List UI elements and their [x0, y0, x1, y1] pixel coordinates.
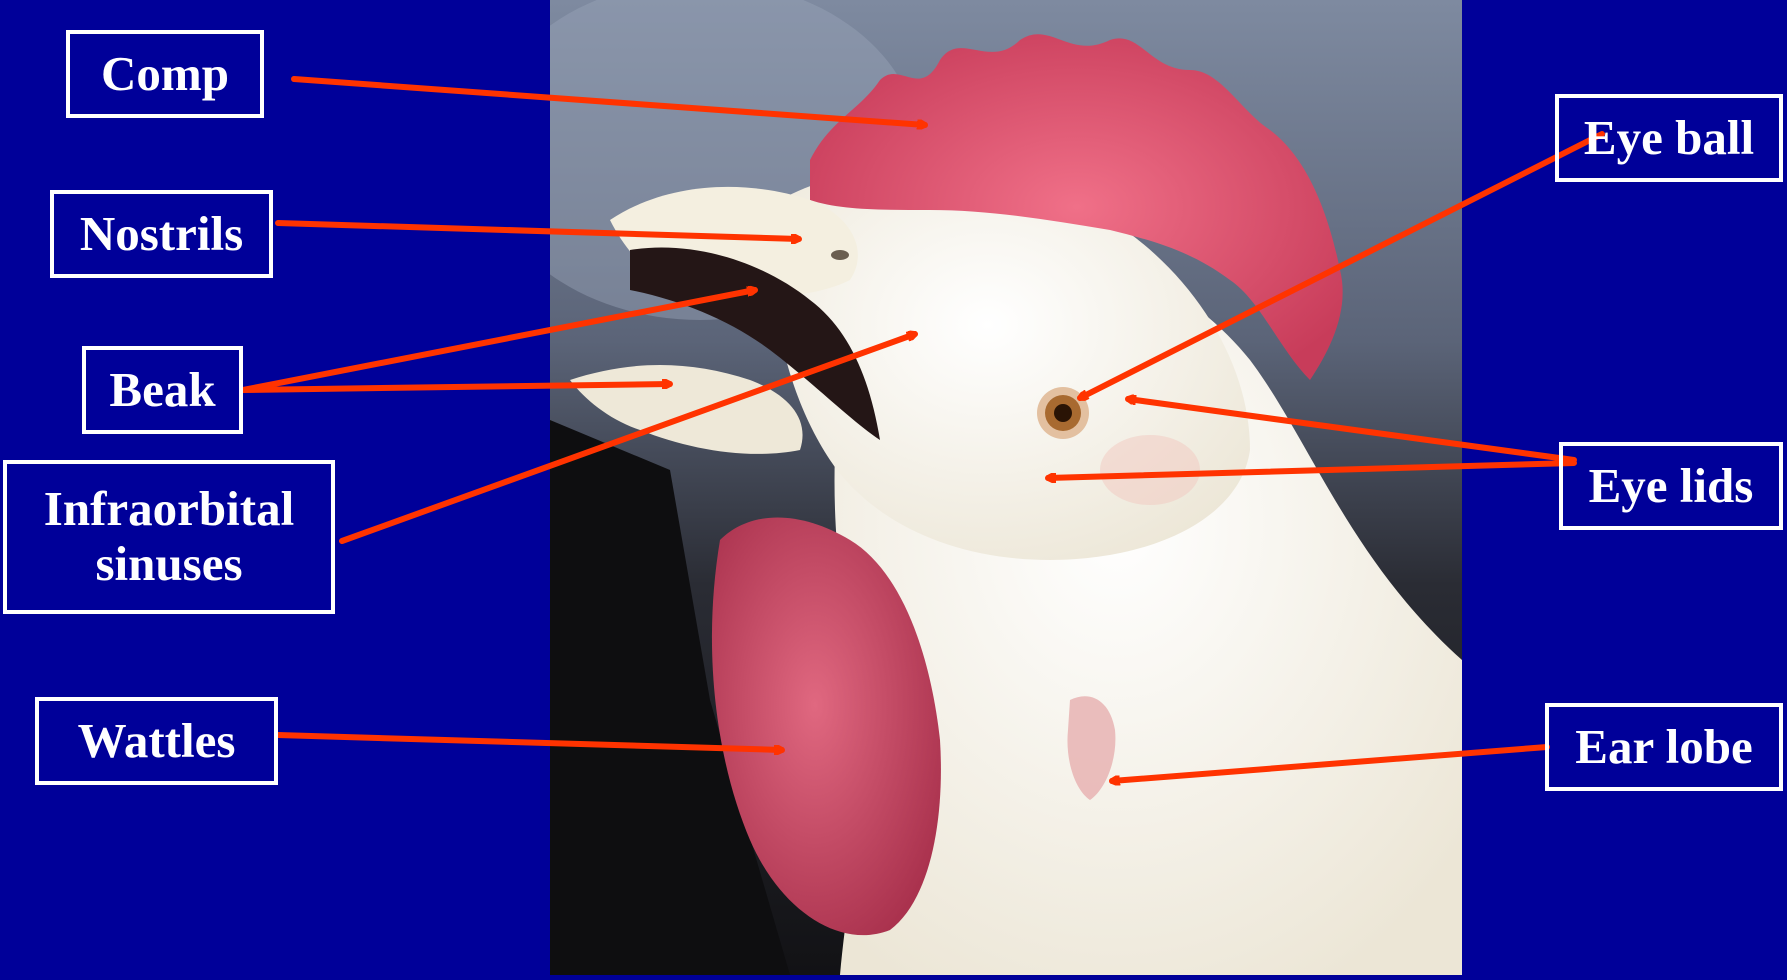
label-comb: Comp — [66, 30, 264, 118]
label-nostrils: Nostrils — [50, 190, 273, 278]
label-eye-lids: Eye lids — [1559, 442, 1783, 530]
label-nostrils-text: Nostrils — [80, 207, 243, 262]
label-comb-text: Comp — [101, 47, 229, 102]
label-wattles-text: Wattles — [78, 714, 236, 769]
eye-pupil — [1054, 404, 1072, 422]
label-infraorbital-line2: sinuses — [95, 537, 242, 592]
label-infraorbital-sinuses: Infraorbital sinuses — [3, 460, 335, 614]
label-eye-lids-text: Eye lids — [1589, 459, 1754, 514]
nostril — [831, 250, 849, 260]
eye-blush — [1100, 435, 1200, 505]
label-beak-text: Beak — [109, 363, 215, 418]
label-eye-ball: Eye ball — [1555, 94, 1783, 182]
rooster-head-photo — [550, 0, 1462, 975]
label-eye-ball-text: Eye ball — [1584, 111, 1754, 166]
label-ear-lobe-text: Ear lobe — [1575, 720, 1752, 775]
label-wattles: Wattles — [35, 697, 278, 785]
label-infraorbital-line1: Infraorbital — [44, 482, 294, 537]
label-ear-lobe: Ear lobe — [1545, 703, 1783, 791]
label-beak: Beak — [82, 346, 243, 434]
